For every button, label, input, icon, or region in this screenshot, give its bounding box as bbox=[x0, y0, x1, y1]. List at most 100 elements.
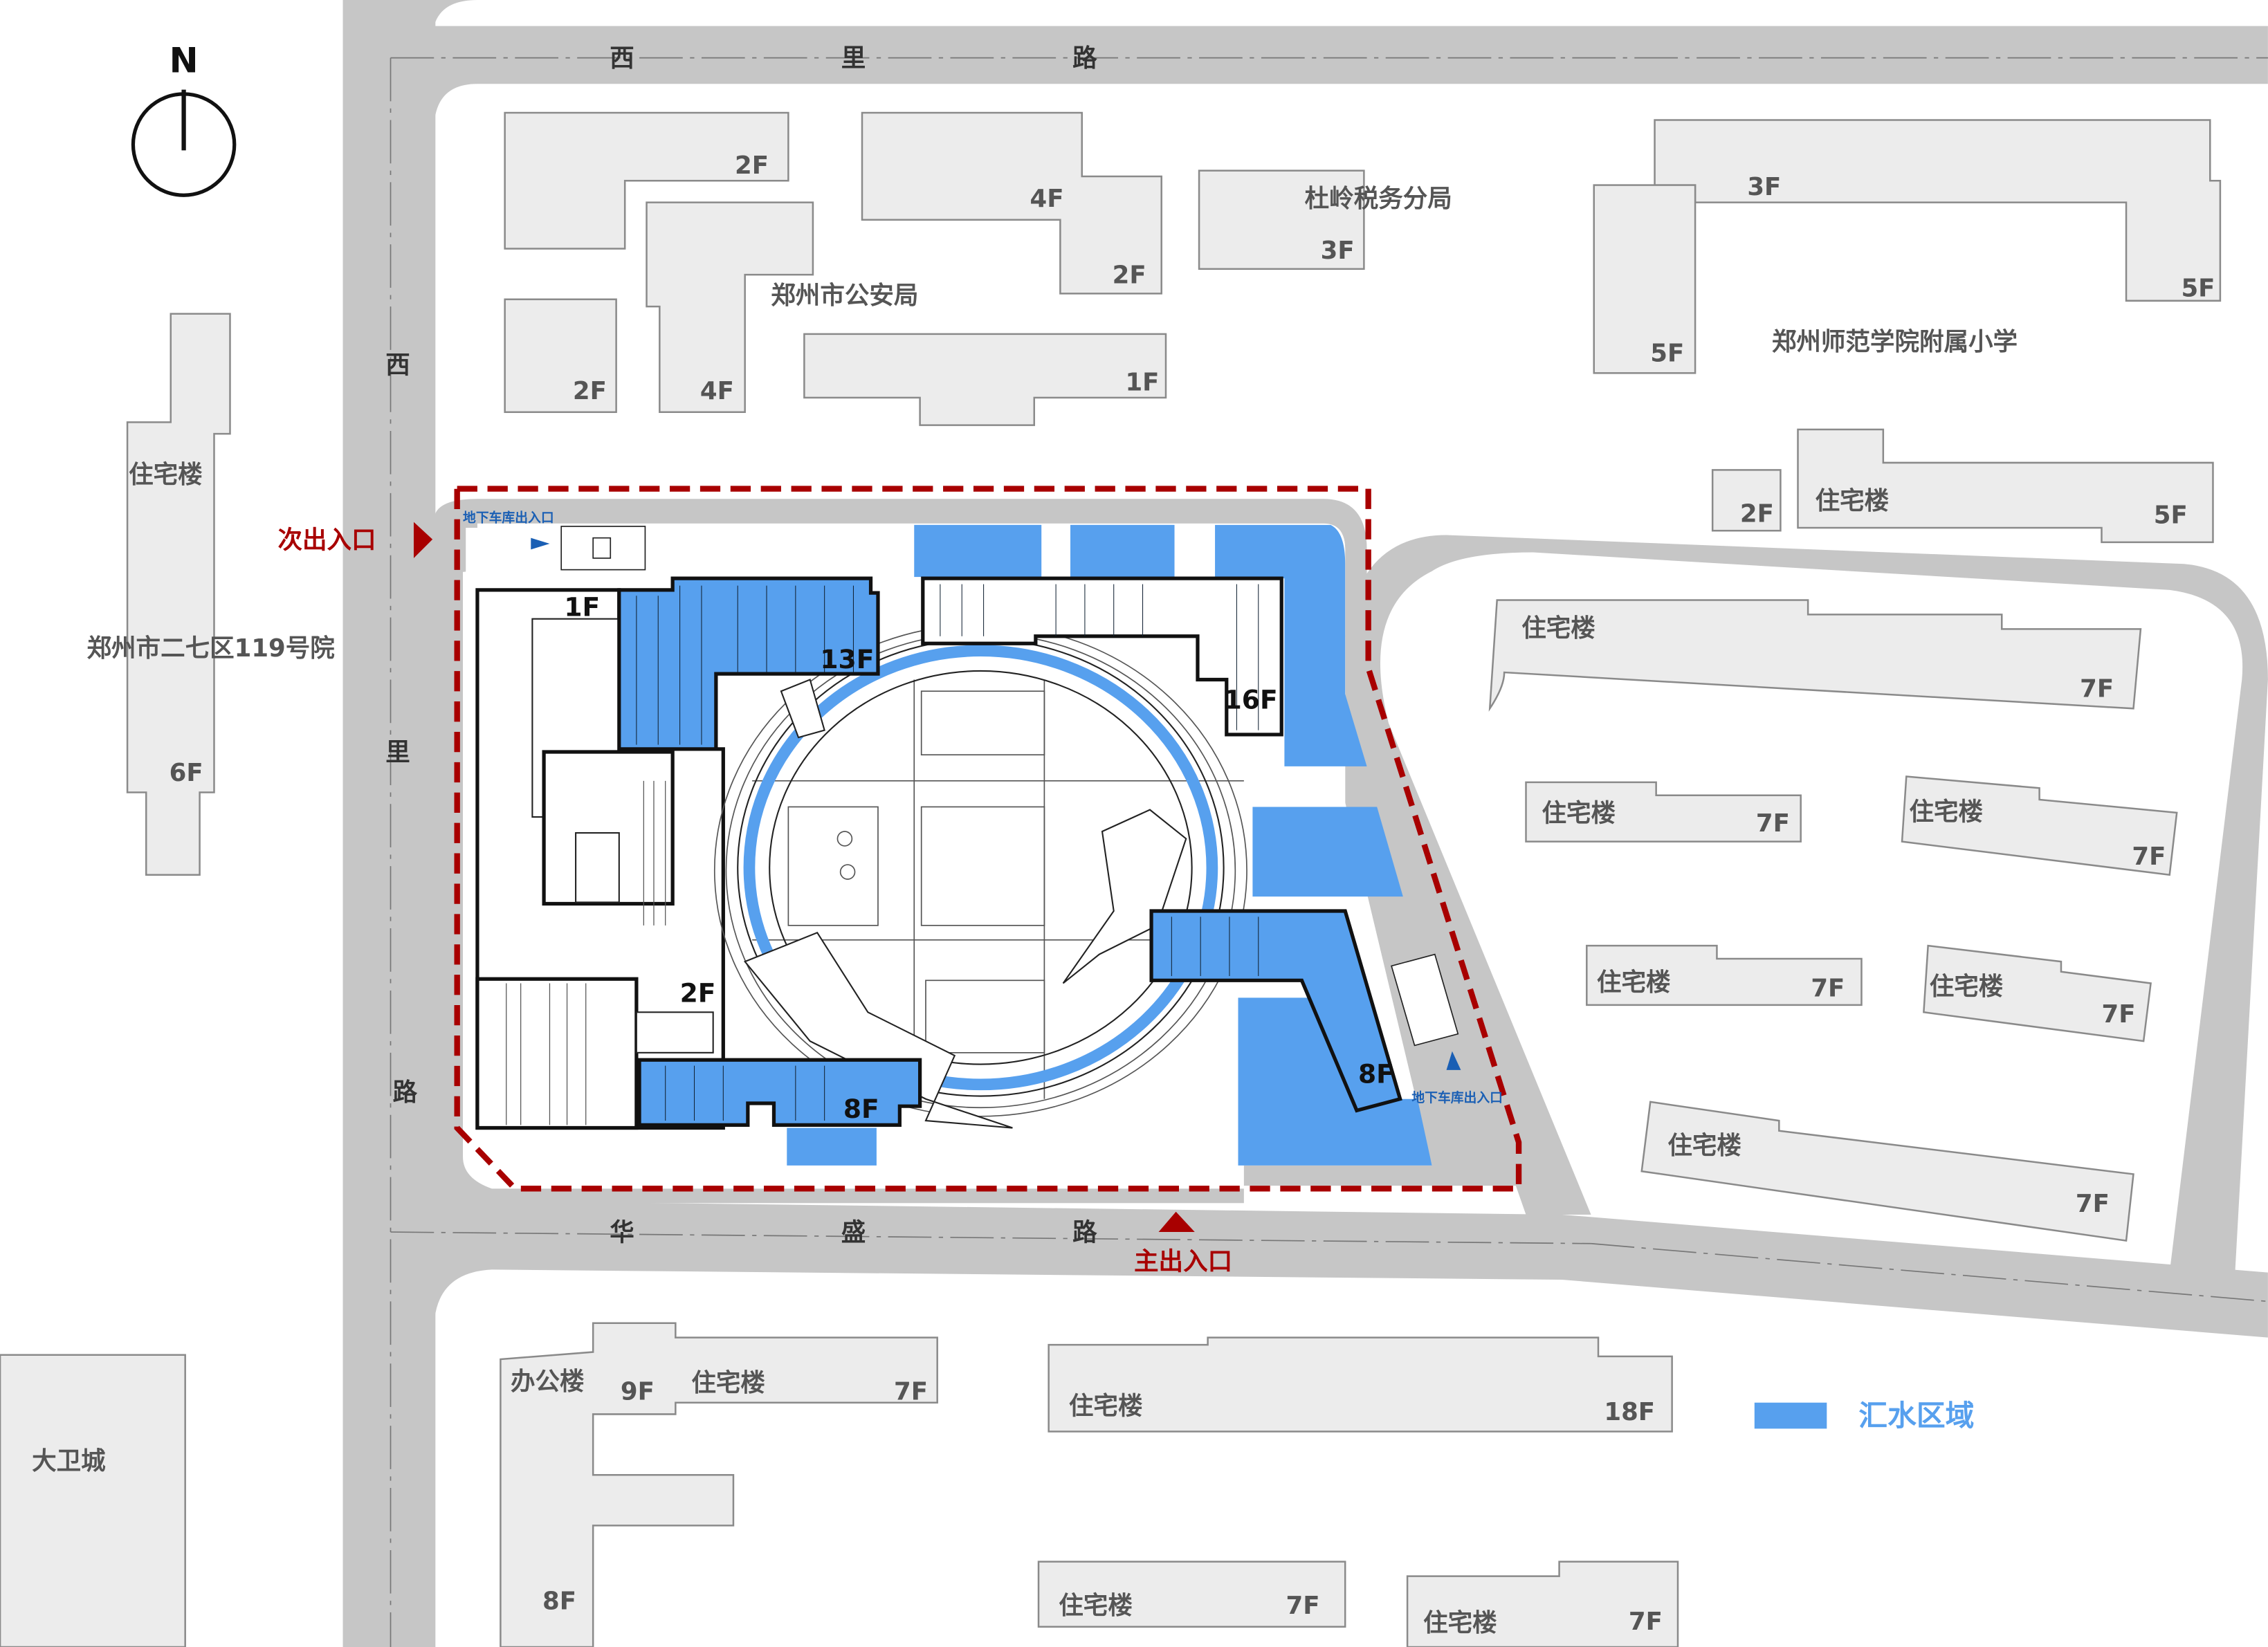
floor-label: 7F bbox=[2101, 1000, 2135, 1029]
road-label: 西 bbox=[385, 351, 410, 379]
building-name: 郑州市二七区119号院 bbox=[87, 634, 335, 663]
building-name: 住宅楼 bbox=[1816, 487, 1890, 515]
floor-label: 6F bbox=[170, 759, 203, 787]
building bbox=[1048, 1336, 1673, 1433]
surrounding-labels: 2F 4F 2F 杜岭税务分局 3F 郑州市公安局 2F 4F 1F 3F 5F… bbox=[32, 151, 2215, 1637]
garage-entrance-label: 地下车库出入口 bbox=[1411, 1089, 1503, 1105]
catchment-area bbox=[787, 1128, 877, 1166]
building-name: 杜岭税务分局 bbox=[1305, 185, 1452, 213]
building bbox=[646, 201, 814, 414]
building-name: 办公楼 bbox=[511, 1368, 585, 1396]
catchment-area bbox=[1238, 997, 1432, 1166]
building-name: 住宅楼 bbox=[1521, 614, 1595, 643]
building-name: 住宅楼 bbox=[129, 461, 203, 489]
building-name: 住宅楼 bbox=[1069, 1392, 1143, 1420]
floor-label: 9F bbox=[621, 1378, 655, 1406]
building-name: 住宅楼 bbox=[1909, 798, 1983, 826]
road-label: 路 bbox=[393, 1078, 418, 1107]
project-site bbox=[466, 524, 1459, 1166]
building bbox=[1923, 944, 2152, 1042]
road-label: 路 bbox=[1072, 1219, 1097, 1247]
garage-arrow-icon bbox=[1446, 1051, 1461, 1070]
roads bbox=[342, 0, 2268, 1647]
tower-13f bbox=[617, 576, 880, 751]
floor-label: 18F bbox=[1604, 1398, 1655, 1426]
catchment-areas bbox=[787, 524, 1432, 1166]
building bbox=[861, 111, 1162, 295]
road-label: 路 bbox=[1072, 44, 1097, 73]
floor-label: 2F bbox=[1113, 261, 1146, 290]
road-label: 里 bbox=[841, 44, 866, 73]
entrance-arrow-icon bbox=[413, 522, 433, 558]
floor-label: 4F bbox=[1030, 185, 1063, 213]
building-name: 住宅楼 bbox=[1542, 799, 1616, 827]
legend-swatch bbox=[1754, 1402, 1827, 1429]
site-floor-labels: 1F 13F 16F 2F 8F 8F bbox=[564, 592, 1394, 1124]
building-outline bbox=[635, 1011, 714, 1053]
floor-label: 1F bbox=[1125, 368, 1159, 396]
floor-label: 2F bbox=[1740, 500, 1774, 528]
road-label: 盛 bbox=[841, 1219, 866, 1247]
road-huasheng bbox=[434, 1200, 2268, 1338]
floor-label: 8F bbox=[843, 1094, 879, 1124]
floor-label: 5F bbox=[2154, 502, 2188, 530]
catchment-area bbox=[1070, 524, 1175, 578]
building-name: 住宅楼 bbox=[691, 1369, 765, 1397]
building-name: 住宅楼 bbox=[1059, 1592, 1133, 1620]
building bbox=[1711, 469, 1782, 532]
building bbox=[0, 1354, 186, 1647]
ring-structure bbox=[713, 624, 1247, 1129]
floor-label: 7F bbox=[1811, 974, 1845, 1002]
floor-label: 8F bbox=[542, 1588, 576, 1616]
garage-ramp-north bbox=[560, 526, 646, 571]
catchment-area bbox=[1215, 524, 1367, 766]
floor-label: 7F bbox=[2132, 843, 2166, 871]
garage-arrow-icon bbox=[531, 537, 550, 550]
building bbox=[1640, 1101, 2134, 1242]
floor-label: 3F bbox=[1747, 173, 1781, 201]
building bbox=[1406, 1561, 1679, 1647]
building-name: 大卫城 bbox=[32, 1447, 106, 1475]
floor-label: 2F bbox=[735, 151, 769, 180]
building bbox=[504, 298, 617, 414]
floor-label: 7F bbox=[2080, 675, 2114, 703]
floor-label: 7F bbox=[2076, 1190, 2110, 1218]
building bbox=[1198, 169, 1365, 270]
floor-label: 7F bbox=[1629, 1608, 1663, 1636]
site-boundary bbox=[454, 486, 1522, 1192]
building bbox=[1797, 428, 2214, 544]
building-name: 住宅楼 bbox=[1667, 1132, 1741, 1160]
floor-label: 3F bbox=[1321, 237, 1355, 265]
road-xili-vertical bbox=[342, 0, 436, 1647]
building-name: 住宅楼 bbox=[1597, 968, 1671, 997]
building bbox=[1525, 781, 1802, 843]
building bbox=[126, 313, 231, 876]
tower-8f-east bbox=[1149, 909, 1402, 1113]
legend: 汇水区域 bbox=[1754, 1399, 1975, 1433]
floor-label: 7F bbox=[1756, 809, 1790, 838]
catchment-area bbox=[914, 524, 1042, 578]
road-xili-top bbox=[342, 0, 2268, 131]
garage-ramp-east bbox=[1391, 953, 1459, 1047]
building bbox=[1901, 775, 2178, 876]
building bbox=[500, 1322, 938, 1647]
building bbox=[1037, 1561, 1346, 1628]
floor-label: 7F bbox=[894, 1378, 928, 1406]
catchment-area bbox=[1252, 807, 1403, 897]
building bbox=[1593, 184, 1697, 374]
floor-label: 1F bbox=[564, 592, 600, 623]
road-label: 华 bbox=[610, 1219, 634, 1247]
road-label: 里 bbox=[385, 739, 410, 767]
floor-label: 16F bbox=[1224, 684, 1278, 715]
tower-8f-south bbox=[637, 1058, 922, 1127]
building bbox=[1586, 944, 1863, 1006]
main-entrance-label: 主出入口 bbox=[1134, 1247, 1232, 1276]
building-outline bbox=[475, 977, 639, 1130]
floor-label: 13F bbox=[820, 644, 874, 674]
roof-hatching bbox=[636, 584, 1259, 1121]
building-name: 住宅楼 bbox=[1423, 1609, 1497, 1637]
north-label: N bbox=[170, 40, 199, 81]
building-name: 郑州市公安局 bbox=[771, 282, 918, 310]
entrance-arrow-icon bbox=[1158, 1211, 1195, 1233]
